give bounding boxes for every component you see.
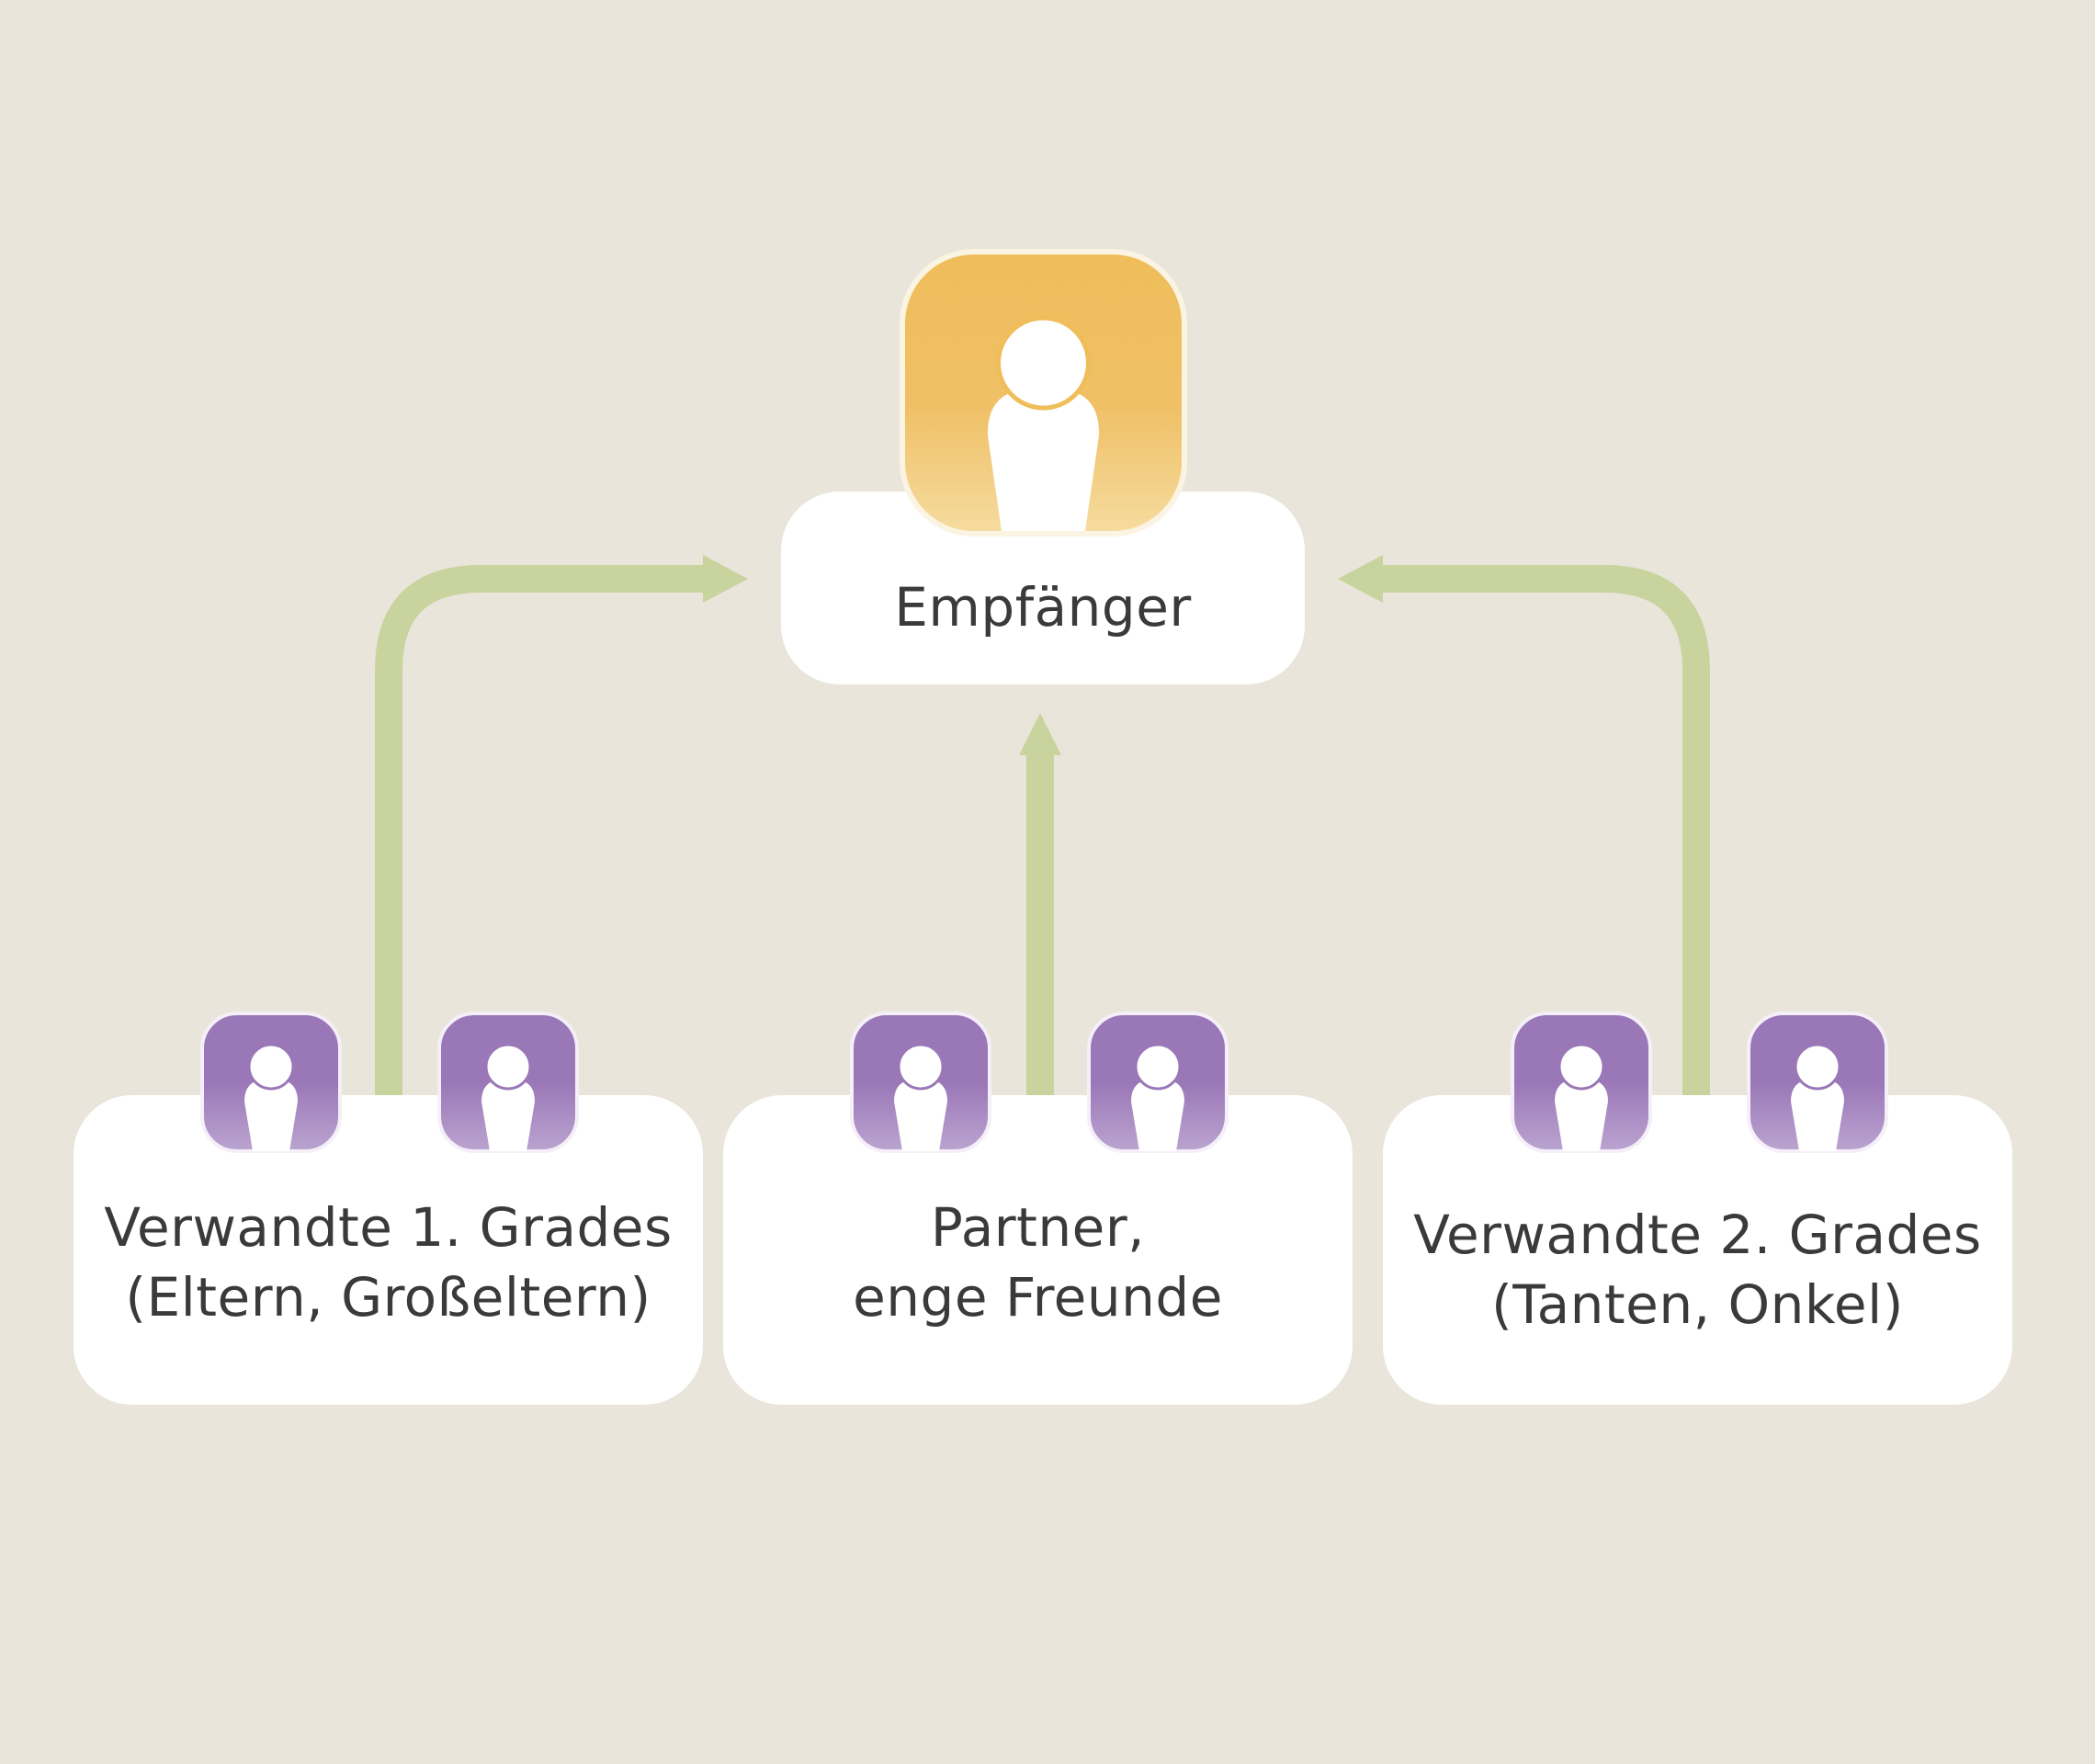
donor-person-icon: [199, 1011, 343, 1154]
recipient-person-icon: [899, 248, 1188, 537]
donor-person-icon: [1086, 1011, 1229, 1154]
arrow-right-path: [1374, 565, 1710, 1098]
donor-person-icon: [1746, 1011, 1889, 1154]
recipient-label: Empfänger: [894, 576, 1192, 639]
donor-person-icon: [436, 1011, 580, 1154]
arrow-left-path: [375, 565, 712, 1098]
donor-person-icon: [849, 1011, 992, 1154]
donor-group-label: Verwandte 1. Grades (Eltern, Großeltern): [104, 1196, 673, 1329]
donor-group-label: Partner, enge Freunde: [853, 1196, 1223, 1329]
donor-group-card-first-degree: Verwandte 1. Grades (Eltern, Großeltern): [74, 1095, 703, 1405]
arrow-right-head: [1338, 555, 1383, 603]
donor-group-card-partner: Partner, enge Freunde: [723, 1095, 1353, 1405]
arrow-center-head: [1019, 713, 1061, 755]
donor-group-label: Verwandte 2. Grades (Tanten, Onkel): [1413, 1204, 1982, 1336]
donor-person-icon: [1510, 1011, 1653, 1154]
donor-group-card-second-degree: Verwandte 2. Grades (Tanten, Onkel): [1383, 1095, 2012, 1405]
recipient-card: Empfänger: [781, 492, 1305, 684]
arrow-left-head: [703, 555, 748, 603]
